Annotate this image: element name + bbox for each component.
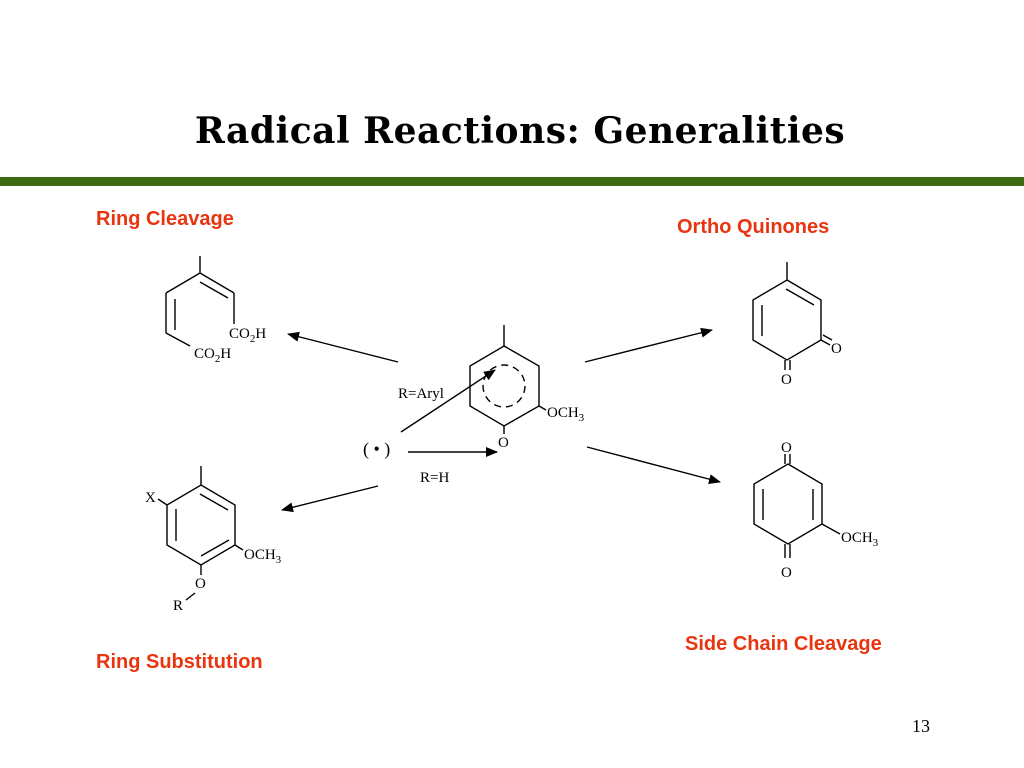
- para-quinone-o-bottom: O: [781, 565, 792, 581]
- arrow-to-ring-cleavage: [287, 331, 399, 363]
- ring-substitution-label: Ring Substitution: [96, 651, 263, 673]
- page-number: 13: [912, 716, 930, 736]
- substitution-och3-label: OCH3: [244, 547, 282, 566]
- ortho-quinone-o1: O: [831, 341, 842, 357]
- substitution-r-label: R: [173, 598, 183, 614]
- ring-cleavage-label: Ring Cleavage: [96, 208, 234, 230]
- central-radical-structure: [469, 325, 547, 434]
- slide-title: Radical Reactions: Generalities: [194, 110, 846, 152]
- arrow-to-side-chain-cleavage: [586, 446, 721, 485]
- radical-symbol: ( • ): [363, 439, 390, 460]
- para-quinone-structure: [753, 454, 841, 558]
- ortho-quinone-o2: O: [781, 372, 792, 388]
- arrow-to-ortho-quinone: [584, 327, 713, 363]
- title-rule: [0, 177, 1024, 186]
- ring-substitution-structure: [157, 466, 244, 601]
- ortho-quinones-label: Ortho Quinones: [677, 216, 830, 238]
- substitution-o-label: O: [195, 576, 206, 592]
- r-aryl-label: R=Aryl: [398, 386, 444, 402]
- substitution-x-label: X: [145, 490, 156, 506]
- central-o-label: O: [498, 435, 509, 451]
- para-quinone-o-top: O: [781, 440, 792, 456]
- para-quinone-och3: OCH3: [841, 530, 879, 549]
- ring-cleavage-structure: [165, 256, 235, 347]
- side-chain-cleavage-label: Side Chain Cleavage: [685, 633, 882, 655]
- r-h-label: R=H: [420, 470, 449, 486]
- central-och3-label: OCH3: [547, 405, 585, 424]
- ortho-quinone-structure: [752, 262, 833, 370]
- arrow-to-ring-substitution: [281, 485, 379, 513]
- co2h-top-label: CO2H: [229, 326, 266, 345]
- arrow-r-aryl: [400, 369, 496, 433]
- co2h-bottom-label: CO2H: [194, 346, 231, 365]
